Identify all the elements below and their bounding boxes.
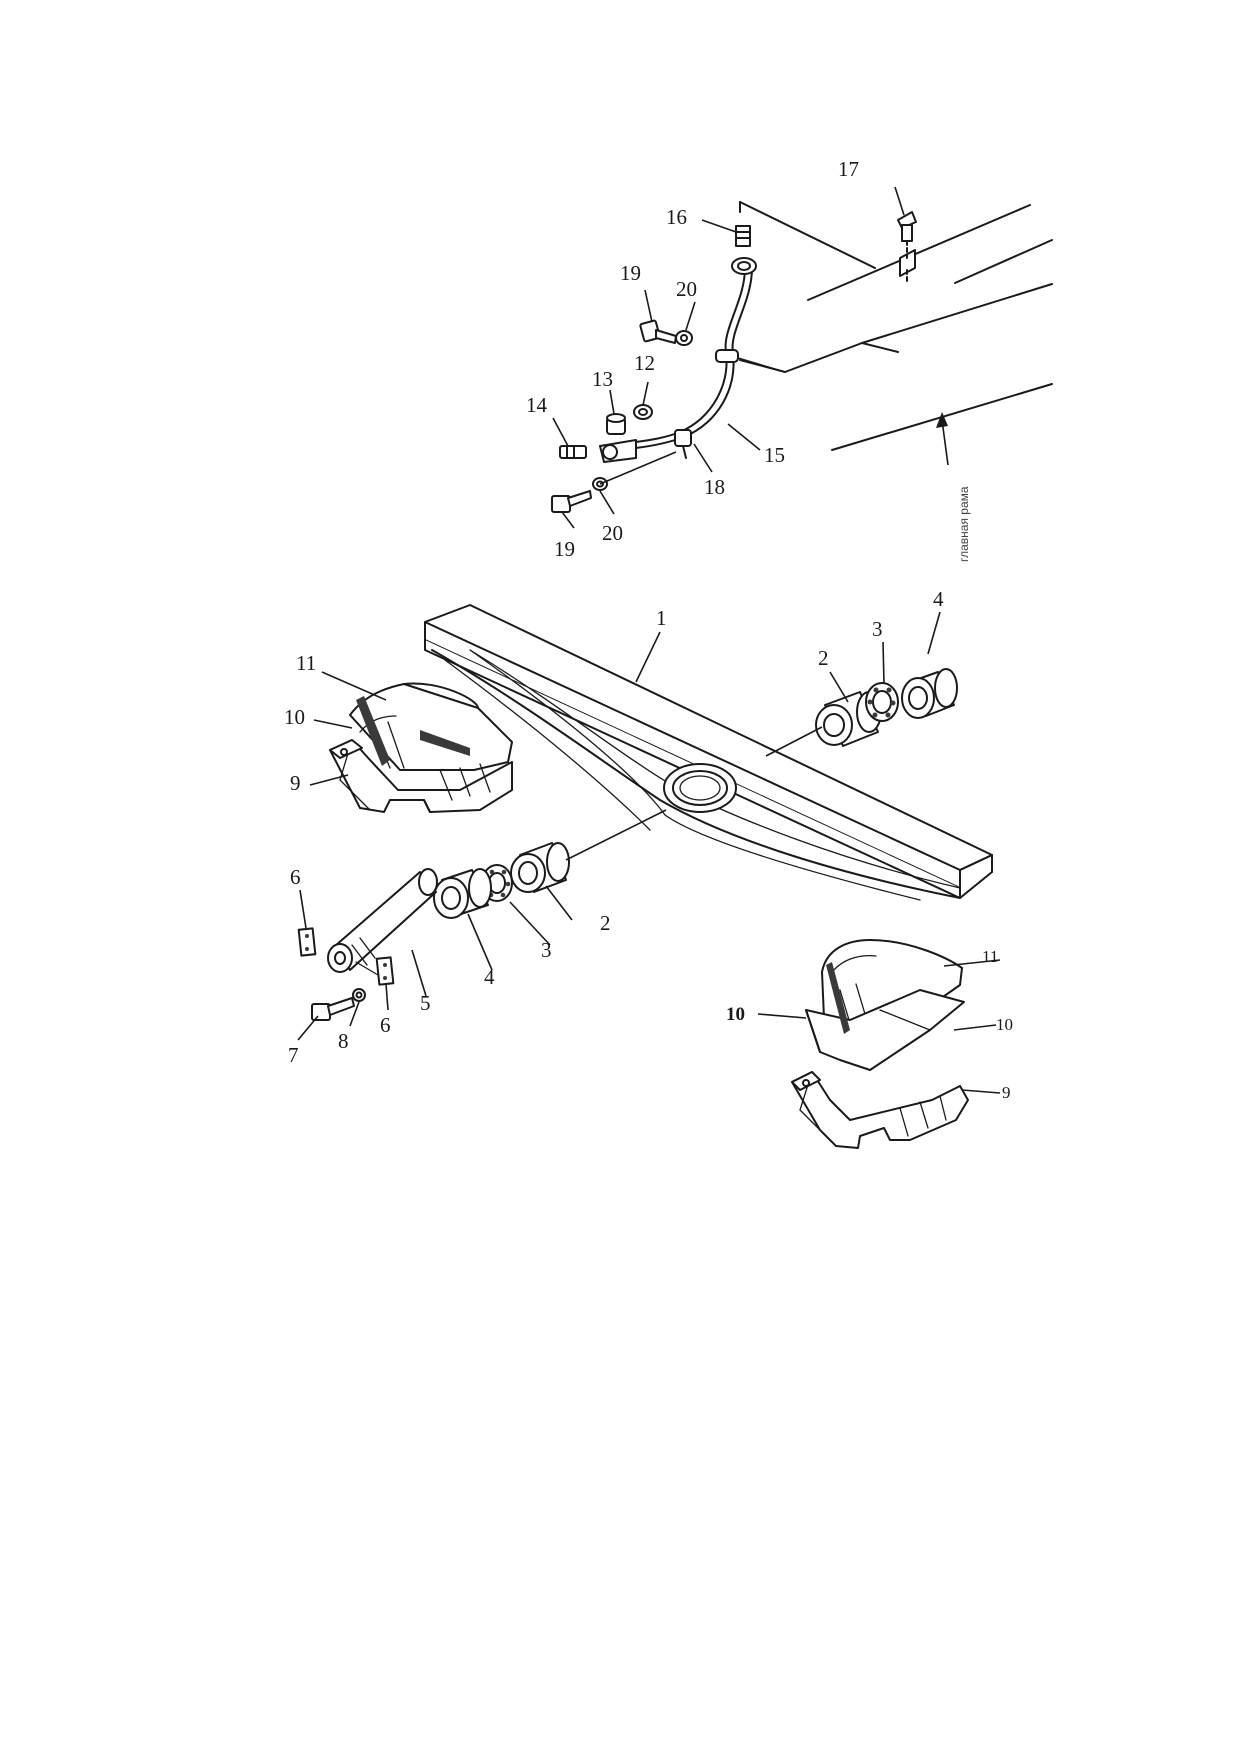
main-frame-outline (739, 201, 1053, 451)
grease-line-assembly (551, 211, 917, 513)
callout-6-upper: 6 (290, 865, 301, 889)
callout-19-top: 19 (620, 261, 641, 285)
callout-20-bottom: 20 (602, 521, 623, 545)
callout-10-right: 10 (996, 1015, 1013, 1034)
callout-2-left: 2 (600, 911, 611, 935)
callout-labels: 1 2 3 4 11 10 9 2 3 4 5 6 6 7 8 11 10 10… (284, 157, 1013, 1102)
guide-line-clamp (599, 451, 677, 485)
callout-11-right: 11 (982, 947, 998, 966)
callout-3-right: 3 (872, 617, 883, 641)
callout-10-right-bold: 10 (726, 1004, 745, 1025)
callout-10-left: 10 (284, 705, 305, 729)
frame-label: главная рама (957, 486, 971, 562)
leader-lines (297, 186, 1001, 1094)
frame-arrow (936, 412, 949, 466)
callout-14: 14 (526, 393, 548, 417)
callout-16: 16 (666, 205, 687, 229)
right-bushing-set (815, 668, 958, 747)
left-bushing-set (433, 842, 570, 919)
callout-9-left: 9 (290, 771, 301, 795)
callout-13: 13 (592, 367, 613, 391)
left-axis-line (565, 809, 667, 861)
callout-1: 1 (656, 606, 667, 630)
pin-assembly (297, 868, 438, 1021)
callout-9-right: 9 (1002, 1083, 1011, 1102)
callout-18: 18 (704, 475, 725, 499)
guide-line-hose (737, 357, 786, 373)
right-axis-line (765, 726, 823, 757)
callout-4-right: 4 (933, 587, 944, 611)
right-saddle-assembly (791, 939, 969, 1149)
callout-4-left: 4 (484, 965, 495, 989)
callout-5: 5 (420, 991, 431, 1015)
left-saddle-assembly (329, 682, 513, 813)
callout-12: 12 (634, 351, 655, 375)
callout-15: 15 (764, 443, 785, 467)
callout-6-lower: 6 (380, 1013, 391, 1037)
callout-3-left: 3 (541, 938, 552, 962)
callout-17: 17 (838, 157, 859, 181)
callout-11-left: 11 (296, 651, 316, 675)
equalizer-bar (424, 604, 993, 901)
callout-7: 7 (288, 1043, 299, 1067)
callout-19-bottom: 19 (554, 537, 575, 561)
callout-8: 8 (338, 1029, 349, 1053)
callout-2-right: 2 (818, 646, 829, 670)
callout-20-top: 20 (676, 277, 697, 301)
